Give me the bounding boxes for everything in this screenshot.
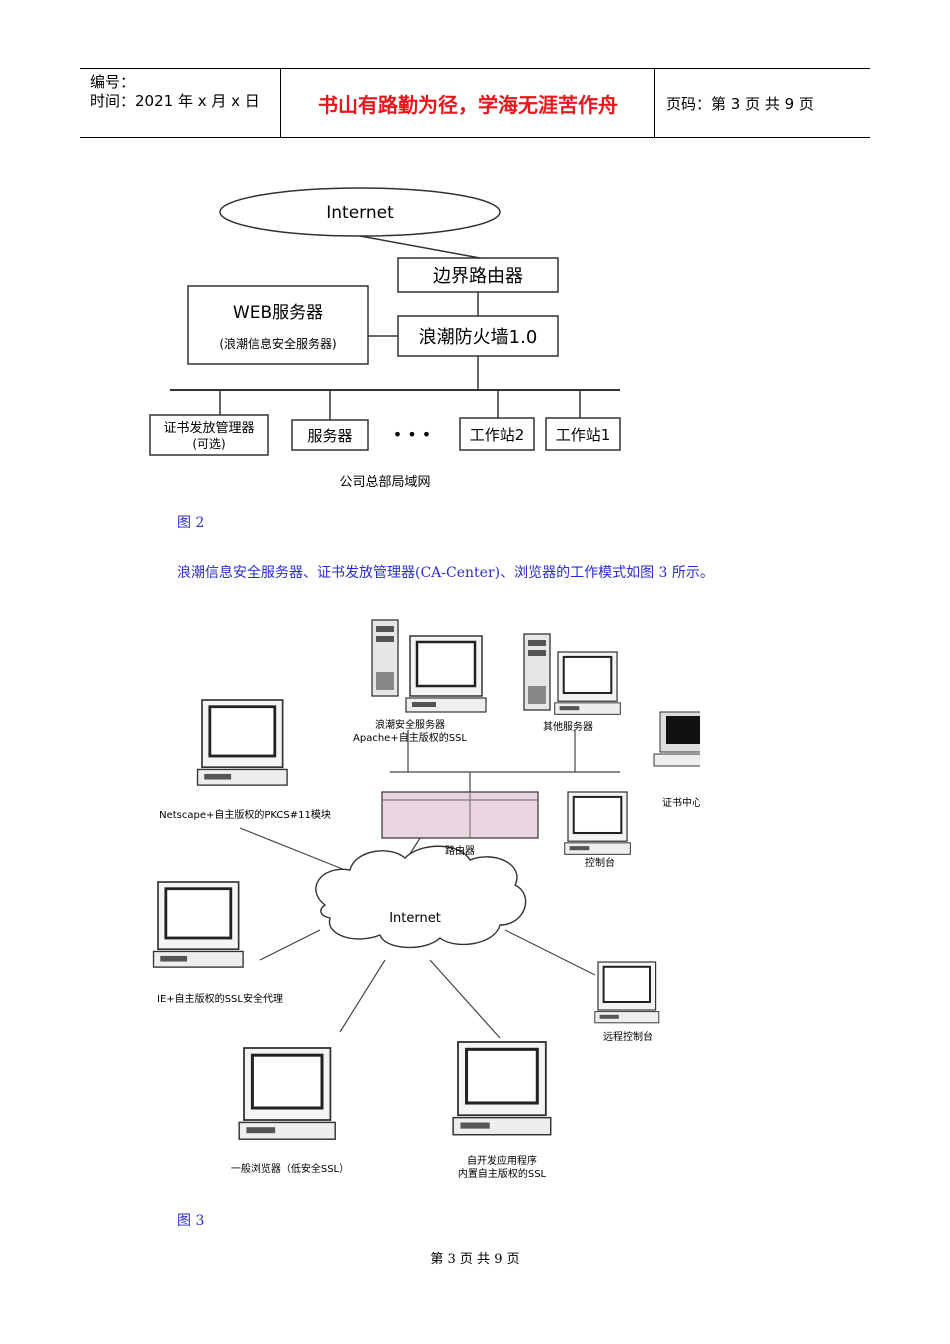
page-footer: 第 3 页 共 9 页: [430, 1252, 520, 1267]
cloud-internet-label: Internet: [389, 911, 441, 926]
firewall-label: 浪潮防火墙1.0: [419, 327, 538, 348]
ca-manager-box: [149, 414, 269, 456]
web-server-box: [187, 285, 369, 365]
ca-manager-sublabel: (可选): [192, 437, 225, 451]
figure-3-caption: 图 3: [177, 1213, 205, 1229]
lan-label: 公司总部局域网: [339, 475, 430, 490]
header-page-label: 页码：第 3 页 共 9 页: [666, 94, 814, 113]
workstation1-box: [545, 417, 621, 451]
cert-center-computer: [653, 711, 700, 767]
figure-2-caption: 图 2: [177, 515, 205, 531]
router-label: 路由器: [445, 844, 475, 857]
workstation2-label: 工作站2: [470, 426, 525, 444]
workstation2-box: [459, 417, 535, 451]
time-label: 时间：2021 年 x 月 x 日: [90, 92, 260, 110]
server-label: 服务器: [307, 427, 352, 445]
internet-label: Internet: [326, 203, 394, 223]
header-motto: 书山有路勤为径，学海无涯苦作舟: [282, 69, 655, 137]
router-device: [381, 791, 539, 839]
ellipsis-dots: • • •: [393, 425, 431, 444]
netscape-label: Netscape+自主版权的PKCS#11模块: [159, 808, 331, 821]
figure-3-diagram: 浪潮安全服务器 Apache+自主版权的SSL 其他服务器 Netscape+自…: [152, 619, 700, 1180]
figure-2-diagram: Internet 边界路由器 WEB服务器 (浪潮信息安全服务器) 浪潮防火墙1…: [149, 187, 621, 490]
security-server-label: 浪潮安全服务器: [375, 718, 445, 731]
page-header: 编号： 时间：2021 年 x 月 x 日 书山有路勤为径，学海无涯苦作舟 页码…: [80, 68, 870, 138]
ca-manager-label: 证书发放管理器: [163, 420, 254, 436]
border-router-label: 边界路由器: [433, 266, 523, 287]
internet-cloud: [315, 845, 527, 949]
general-browser-label: 一般浏览器（低安全SSL）: [231, 1162, 349, 1175]
other-servers-label: 其他服务器: [543, 720, 593, 733]
remote-console-label: 远程控制台: [603, 1030, 653, 1043]
console-label: 控制台: [585, 856, 615, 869]
security-server-sublabel: Apache+自主版权的SSL: [353, 731, 467, 744]
ie-label: IE+自主版权的SSL安全代理: [157, 992, 283, 1005]
web-server-label: WEB服务器: [233, 303, 323, 323]
workstation1-label: 工作站1: [556, 426, 611, 444]
server-box: [291, 419, 369, 451]
custom-app-label-1: 自开发应用程序: [467, 1154, 537, 1167]
cert-center-label: 证书中心: [662, 796, 700, 809]
custom-app-label-2: 内置自主版权的SSL: [458, 1167, 547, 1180]
body-paragraph: 浪潮信息安全服务器、证书发放管理器(CA-Center)、浏览器的工作模式如图 …: [177, 565, 714, 581]
web-server-sublabel: (浪潮信息安全服务器): [219, 336, 336, 351]
number-label: 编号：: [90, 73, 136, 91]
header-meta: 编号： 时间：2021 年 x 月 x 日: [80, 69, 281, 137]
